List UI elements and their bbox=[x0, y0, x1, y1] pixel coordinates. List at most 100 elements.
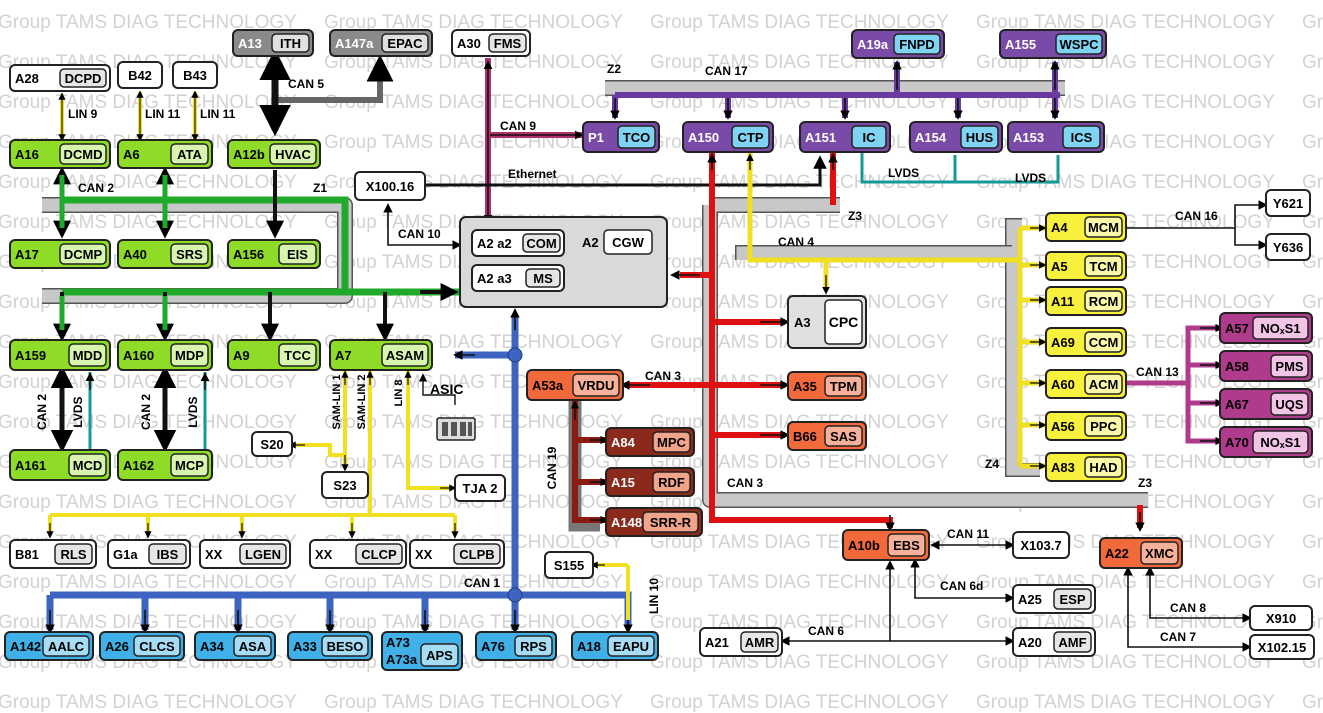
module-name: LGEN bbox=[245, 547, 281, 562]
module-id: A53a bbox=[532, 378, 564, 393]
watermark-text: Group TAMS DIAG TECHNOLOGY bbox=[650, 572, 949, 593]
module-name-box bbox=[887, 533, 926, 557]
module-b43[interactable]: B43 bbox=[172, 61, 218, 89]
module-a35[interactable]: A35 TPM bbox=[787, 371, 867, 401]
module-name-box bbox=[1252, 316, 1309, 340]
module-name-box bbox=[170, 243, 209, 265]
module-s155[interactable]: S155 bbox=[544, 551, 594, 579]
module-id: X910 bbox=[1266, 611, 1296, 626]
module-id: A15 bbox=[611, 475, 635, 490]
can19-label: CAN 19 bbox=[545, 446, 559, 489]
module-name: HUS bbox=[966, 130, 994, 145]
module-b42[interactable]: B42 bbox=[117, 61, 163, 89]
watermark-text: Group TAMS DIAG TECHNOLOGY bbox=[324, 612, 623, 633]
module-name: TPM bbox=[830, 379, 857, 394]
module-x910[interactable]: X910 bbox=[1249, 605, 1313, 631]
module-id: TJA 2 bbox=[463, 481, 498, 496]
can6d-label: CAN 6d bbox=[940, 579, 983, 593]
module-id: A35 bbox=[793, 379, 817, 394]
module-name-box bbox=[453, 543, 501, 565]
module-name: MPC bbox=[657, 435, 687, 450]
module-x103-7[interactable]: X103.7 bbox=[1012, 531, 1070, 559]
module-y636[interactable]: Y636 bbox=[1265, 233, 1311, 261]
module-x102-15[interactable]: X102.15 bbox=[1249, 634, 1315, 660]
z2-label: Z2 bbox=[607, 62, 621, 76]
module-s20[interactable]: S20 bbox=[251, 431, 293, 457]
module-name: DCPD bbox=[65, 71, 102, 86]
module-s23[interactable]: S23 bbox=[321, 471, 369, 499]
watermark-text: Group TAMS DIAG TECHNOLOGY bbox=[0, 492, 297, 513]
module-name: UQS bbox=[1275, 397, 1304, 412]
module-x100-16[interactable]: X100.16 bbox=[354, 171, 426, 201]
watermark-text: Group TAMS DIAG TECHNOLOGY bbox=[324, 492, 623, 513]
module-id: Y636 bbox=[1273, 240, 1303, 255]
module-id: B81 bbox=[15, 547, 39, 562]
module-name-box bbox=[824, 425, 863, 447]
module-id: A147a bbox=[335, 36, 374, 51]
module-tja2[interactable]: TJA 2 bbox=[454, 474, 506, 502]
module-y621[interactable]: Y621 bbox=[1265, 189, 1311, 217]
